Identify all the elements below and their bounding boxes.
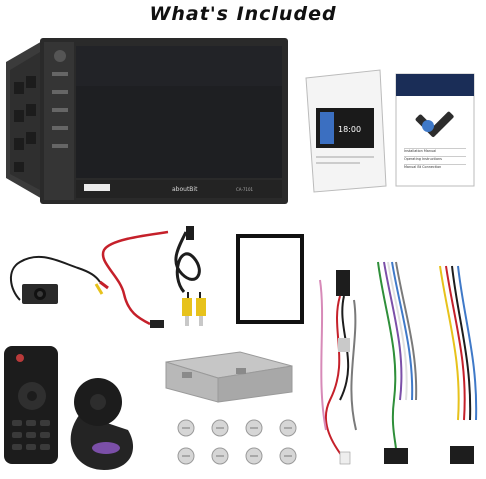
remote-control: [4, 346, 58, 464]
trim-frame: [236, 234, 304, 324]
page-title: What's Included: [149, 3, 337, 25]
tools-icon: [415, 111, 454, 137]
manual-toc-item: Installation Manual: [404, 149, 436, 153]
svg-text:18:00: 18:00: [338, 125, 361, 134]
screws: [177, 419, 297, 465]
head-unit-brand: aboutBit: [172, 186, 198, 193]
wiring-harness-right: [439, 265, 478, 464]
wiring-harness-left: [319, 270, 357, 465]
user-manual: Installation Manual Operating Instructio…: [395, 73, 475, 187]
wiring-harness-middle: [377, 261, 418, 464]
product-illustration: aboutBit CA-7101 18:00 Installation Manu…: [4, 38, 478, 470]
manual-toc-item: Manual Bt Connection: [404, 165, 441, 169]
manual-toc-item: Operating Instructions: [404, 157, 442, 161]
head-unit: aboutBit CA-7101: [6, 38, 288, 204]
head-unit-screen: [76, 46, 282, 178]
power-cable: [101, 230, 169, 328]
steering-wheel-remote: [70, 378, 134, 470]
backup-camera: [10, 255, 109, 304]
rca-video-cable: [174, 226, 206, 326]
head-unit-model: CA-7101: [236, 187, 254, 192]
mounting-brackets: [165, 351, 293, 403]
quick-start-card: 18:00: [305, 69, 387, 193]
